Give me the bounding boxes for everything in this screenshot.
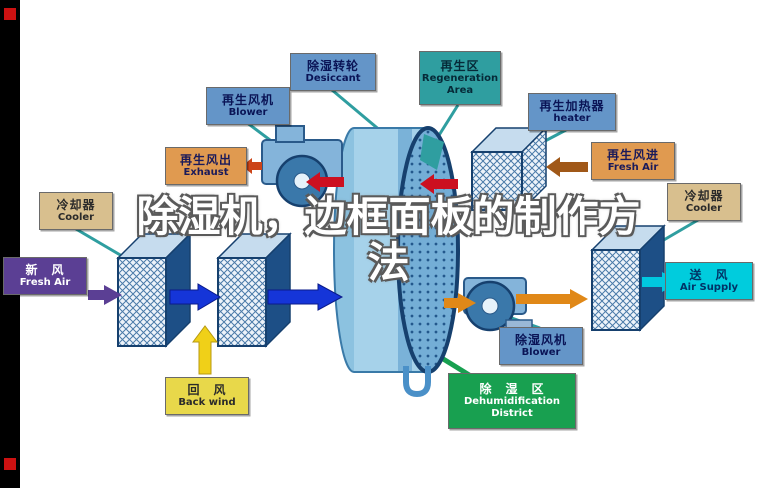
label-back-wind: 回 风 Back wind: [165, 377, 249, 415]
label-regen-exhaust: 再生风出 Exhaust: [165, 147, 247, 185]
label-regen-area: 再生区 Regeneration Area: [419, 51, 501, 105]
label-dehumid-district-zh: 除 湿 区: [479, 381, 545, 396]
left-black-bar: [0, 0, 20, 488]
label-regen-heater-zh: 再生加热器: [539, 98, 605, 113]
label-regen-exhaust-zh: 再生风出: [179, 152, 232, 167]
wheel-bottom-hook: [403, 366, 431, 398]
label-regen-area-en: Regeneration Area: [421, 73, 499, 97]
label-regen-blower: 再生风机 Blower: [206, 87, 290, 125]
label-regen-area-zh: 再生区: [440, 58, 480, 73]
label-air-supply-zh: 送 风: [689, 267, 729, 282]
label-fresh-air: 新 风 Fresh Air: [3, 257, 87, 295]
regen-fresh-air-arrow: [546, 157, 588, 177]
label-regen-blower-en: Blower: [228, 107, 268, 119]
dehumid-blower-fan: [463, 277, 533, 337]
dry-air-arrow-1: [444, 293, 476, 313]
regen-blower-fan: [261, 125, 343, 208]
label-cooler-left-en: Cooler: [57, 212, 95, 224]
label-regen-fresh-air-zh: 再生风进: [606, 147, 659, 162]
red-square-top: [4, 8, 16, 20]
return-air-arrow: [192, 325, 218, 375]
label-regen-blower-zh: 再生风机: [221, 92, 274, 107]
desiccant-wheel-shape: [333, 126, 460, 398]
regen-coil-box: [470, 126, 548, 212]
label-dehumid-district-en: Dehumidification District: [463, 396, 561, 420]
process-air-arrow-2: [267, 283, 344, 311]
red-square-bottom: [4, 458, 16, 470]
fresh-air-arrow: [88, 285, 122, 305]
label-regen-fresh-air: 再生风进 Fresh Air: [591, 142, 675, 180]
label-regen-heater-en: heater: [553, 113, 591, 125]
regen-air-arrow-1: [420, 174, 458, 194]
label-dehumid-blower-en: Blower: [521, 347, 561, 359]
heat-exchanger-box-b: [216, 232, 292, 348]
label-fresh-air-en: Fresh Air: [19, 277, 71, 289]
label-regen-heater: 再生加热器 heater: [528, 93, 616, 131]
label-dehumid-district: 除 湿 区 Dehumidification District: [448, 373, 576, 429]
label-desiccant-zh: 除湿转轮: [306, 58, 359, 73]
airflow-arrows: [88, 157, 680, 375]
process-air-arrow-1: [169, 283, 221, 311]
label-desiccant-wheel: 除湿转轮 Desiccant: [290, 53, 376, 91]
label-cooler-right-en: Cooler: [685, 203, 723, 215]
regen-air-arrow-2: [306, 172, 344, 192]
label-regen-exhaust-en: Exhaust: [183, 167, 229, 179]
label-back-wind-en: Back wind: [178, 397, 236, 409]
label-fresh-air-zh: 新 风: [25, 262, 65, 277]
label-air-supply: 送 风 Air Supply: [665, 262, 753, 300]
exhaust-arrow: [242, 158, 262, 174]
label-regen-fresh-air-en: Fresh Air: [607, 162, 659, 174]
label-cooler-right-zh: 冷却器: [684, 188, 724, 203]
label-cooler-left-zh: 冷却器: [56, 197, 96, 212]
label-back-wind-zh: 回 风: [187, 382, 227, 397]
label-cooler-right: 冷却器 Cooler: [667, 183, 741, 221]
label-desiccant-en: Desiccant: [305, 73, 361, 85]
dry-air-arrow-2: [516, 289, 588, 309]
label-cooler-left: 冷却器 Cooler: [39, 192, 113, 230]
label-air-supply-en: Air Supply: [679, 282, 739, 294]
regen-sector-patch: [420, 134, 444, 170]
label-dehumid-blower-zh: 除湿风机: [514, 332, 567, 347]
heat-exchanger-box-a: [116, 232, 192, 348]
label-dehumid-blower: 除湿风机 Blower: [499, 327, 583, 365]
